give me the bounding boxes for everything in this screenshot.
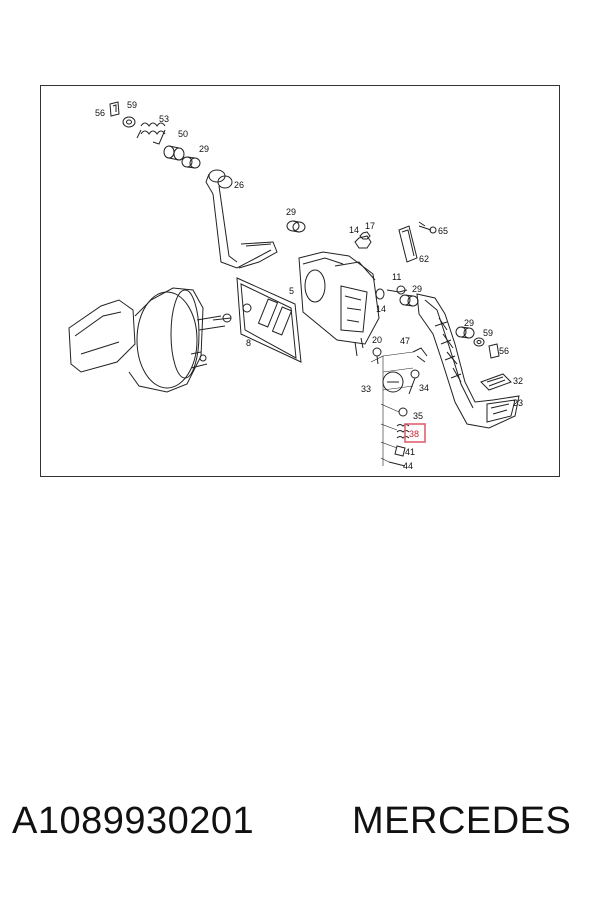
callout-17: 17 bbox=[365, 221, 375, 231]
bushing-part-29-right bbox=[455, 326, 475, 339]
callout-34: 34 bbox=[419, 383, 429, 393]
callout-29: 29 bbox=[199, 144, 209, 154]
callout-labels: 56 59 53 50 29 26 29 14 17 65 62 5 11 14… bbox=[95, 100, 523, 471]
pedal-bracket-part-5 bbox=[298, 251, 380, 357]
callout-14: 14 bbox=[376, 304, 386, 314]
callout-41: 41 bbox=[405, 447, 415, 457]
pedal-arm-part-26 bbox=[205, 169, 278, 269]
callout-65: 65 bbox=[438, 226, 448, 236]
part-number: A1089930201 bbox=[12, 800, 255, 842]
callout-56: 56 bbox=[95, 108, 105, 118]
leader-lines bbox=[370, 351, 414, 466]
callout-33: 33 bbox=[361, 384, 371, 394]
callout-29: 29 bbox=[464, 318, 474, 328]
callout-53: 53 bbox=[159, 114, 169, 124]
clip-part-41 bbox=[394, 445, 406, 457]
callout-23: 23 bbox=[513, 398, 523, 408]
snap-ring-part-33 bbox=[382, 371, 404, 393]
switch-part-62 bbox=[398, 225, 418, 263]
callout-47: 47 bbox=[400, 336, 410, 346]
bushing-part-50 bbox=[163, 145, 185, 161]
callout-20: 20 bbox=[372, 335, 382, 345]
clip-part-56 bbox=[109, 101, 120, 117]
callout-44: 44 bbox=[403, 461, 413, 471]
washer-part-59 bbox=[122, 116, 136, 128]
callout-8: 8 bbox=[246, 338, 251, 348]
bushing-part-29-pedal bbox=[399, 294, 419, 307]
clip-part-56-right bbox=[488, 343, 500, 359]
brake-pedal-part-23 bbox=[416, 293, 520, 429]
brand-name: MERCEDES bbox=[352, 800, 572, 842]
highlighted-part-38-box bbox=[404, 423, 426, 443]
callout-29: 29 bbox=[286, 207, 296, 217]
brake-pedal-exploded-diagram: 56 59 53 50 29 26 29 14 17 65 62 5 11 14… bbox=[68, 100, 523, 471]
callout-59: 59 bbox=[127, 100, 137, 110]
screw-part-44 bbox=[388, 461, 406, 467]
spring-part-38 bbox=[396, 424, 410, 439]
bolt-part-11 bbox=[386, 285, 408, 295]
parts-diagram-frame: 56 59 53 50 29 26 29 14 17 65 62 5 11 14… bbox=[40, 85, 560, 477]
clip-part-47 bbox=[412, 347, 428, 363]
callout-29: 29 bbox=[412, 284, 422, 294]
callout-26: 26 bbox=[234, 180, 244, 190]
callout-11: 11 bbox=[392, 272, 401, 282]
bolt-part-34 bbox=[408, 369, 420, 395]
callout-38: 38 bbox=[409, 429, 419, 439]
bushing-part-29-middle bbox=[286, 220, 306, 233]
screw-part-65 bbox=[418, 221, 437, 234]
callout-35: 35 bbox=[413, 411, 423, 421]
spring-part-53 bbox=[136, 122, 166, 145]
callout-56: 56 bbox=[499, 346, 509, 356]
bolt-part-20 bbox=[372, 347, 382, 365]
bushing-part-29-top bbox=[181, 156, 201, 169]
nut-part-14-top bbox=[354, 235, 372, 249]
callout-14: 14 bbox=[349, 225, 359, 235]
nut-part-35 bbox=[398, 407, 408, 417]
callout-5: 5 bbox=[289, 286, 294, 296]
callout-50: 50 bbox=[178, 129, 188, 139]
washer-part-59-right bbox=[473, 337, 485, 347]
pedal-pad-part-32 bbox=[480, 373, 512, 391]
brake-booster-assembly bbox=[68, 287, 232, 393]
callout-59: 59 bbox=[483, 328, 493, 338]
nut-part-17 bbox=[359, 231, 371, 240]
callout-62: 62 bbox=[419, 254, 429, 264]
caption-bar: A1089930201 MERCEDES bbox=[0, 800, 600, 870]
nut-part-14-lower bbox=[375, 288, 385, 300]
callout-32: 32 bbox=[513, 376, 523, 386]
gasket-part-8 bbox=[236, 277, 302, 363]
